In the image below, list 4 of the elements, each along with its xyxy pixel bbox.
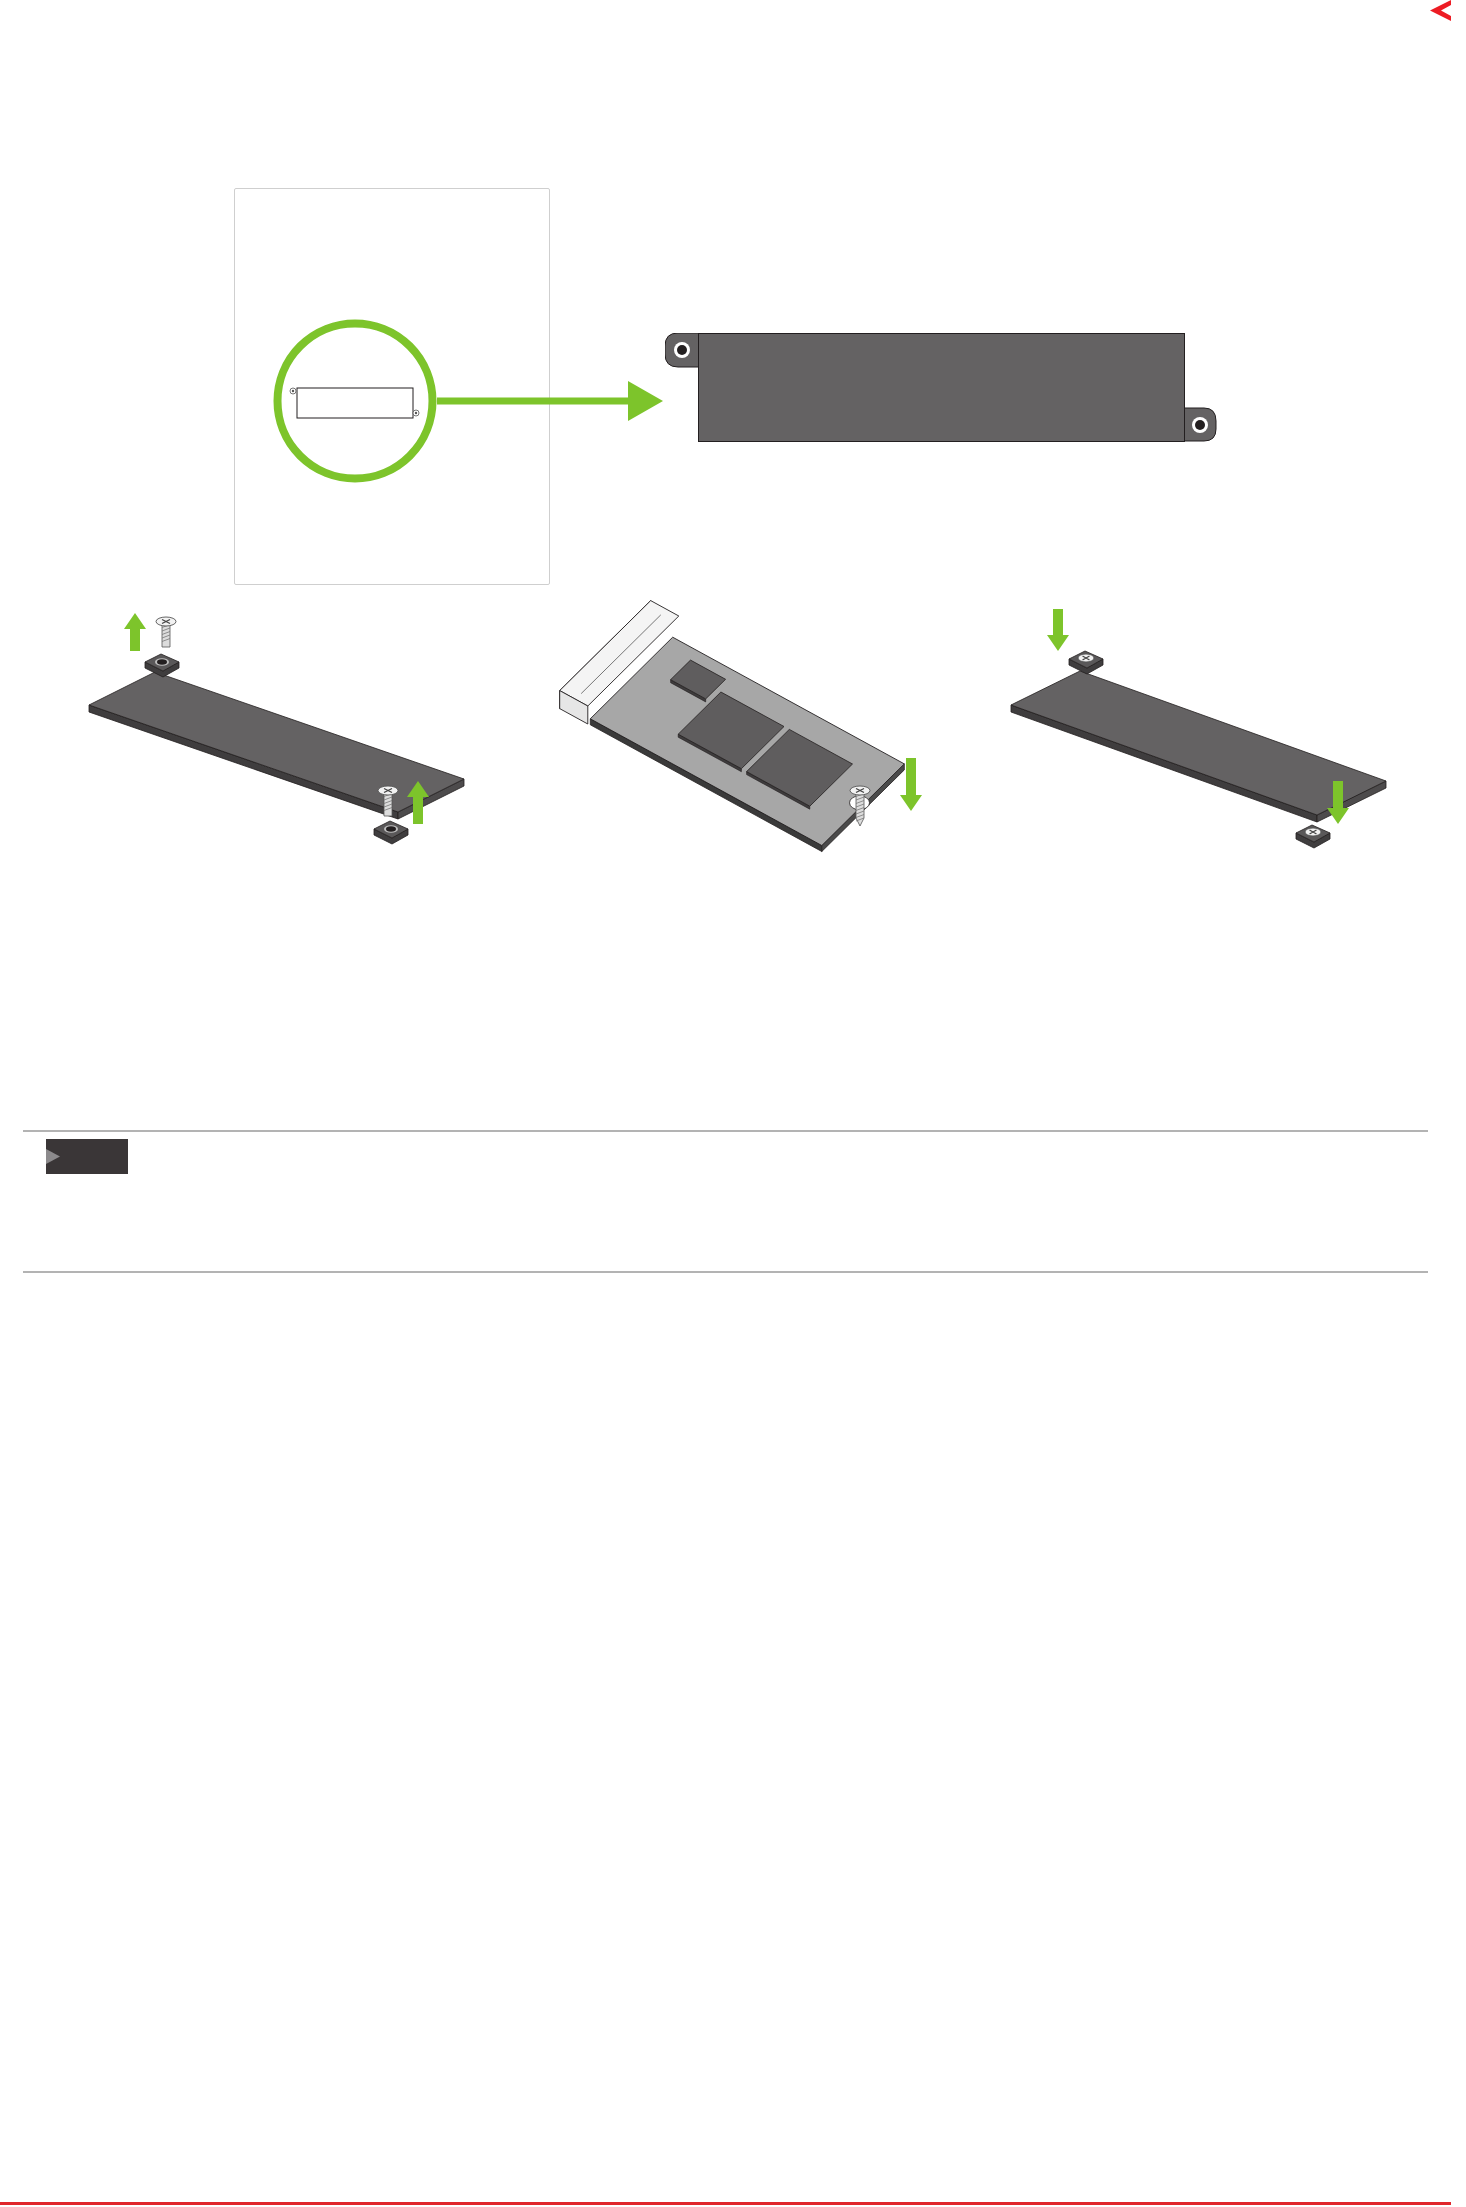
highlight-circle [273, 319, 437, 483]
board-panel [234, 188, 550, 585]
arrow [437, 381, 663, 421]
heatsink-plate [665, 333, 1217, 442]
